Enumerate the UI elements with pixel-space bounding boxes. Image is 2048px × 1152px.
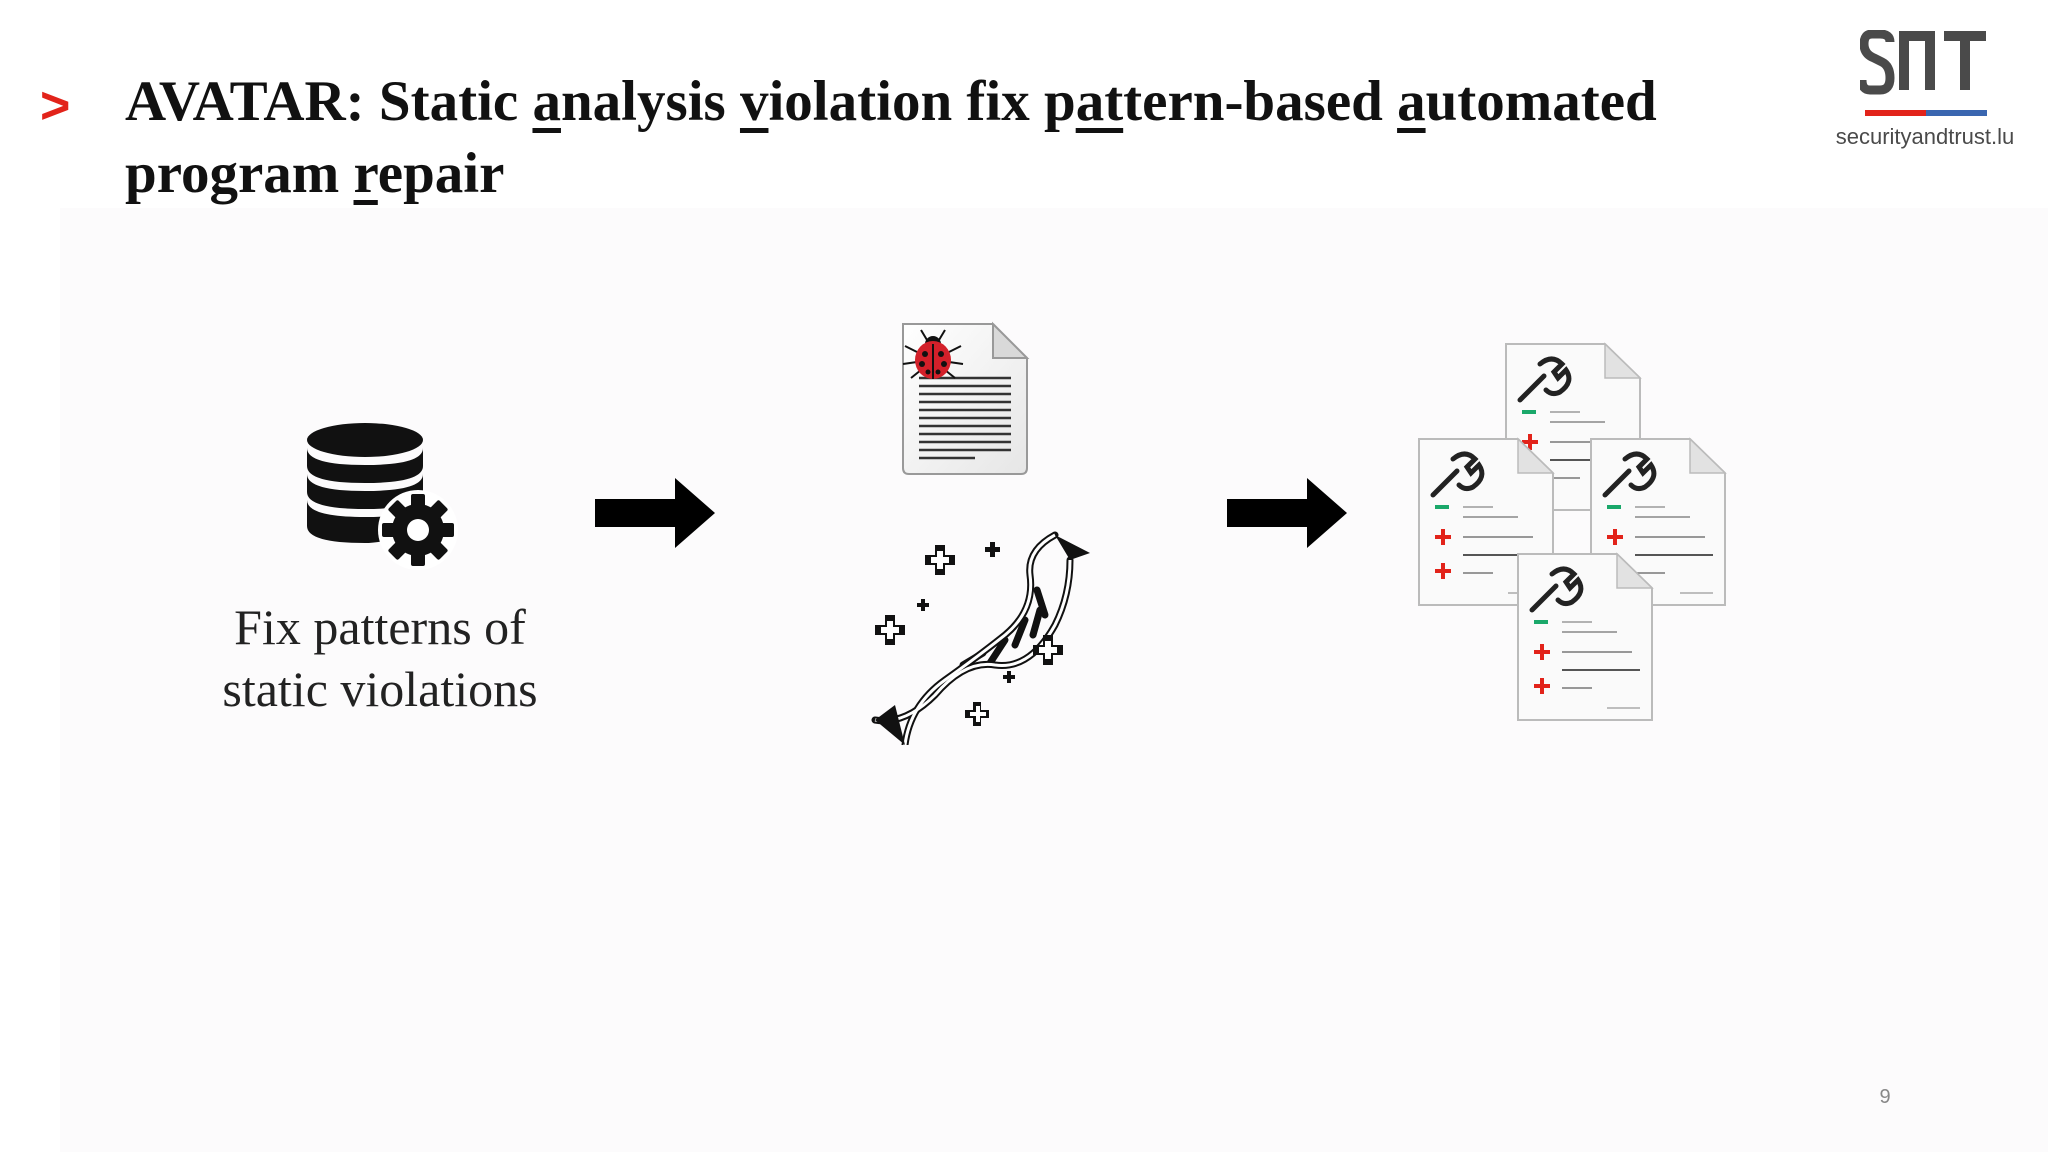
logo-bar-red: [1865, 110, 1926, 116]
logo-bar-blue: [1926, 110, 1987, 116]
title-underlined-letter: v: [739, 70, 769, 133]
bug-document-icon: [902, 321, 1030, 475]
caption-line-2: static violations: [222, 661, 538, 717]
database-gear-icon: [307, 423, 458, 570]
dna-helix-icon: [871, 531, 1090, 745]
title-text: iolation fix p: [768, 70, 1076, 133]
snt-logo: securityandtrust.lu: [1820, 29, 2030, 160]
title-text: epair: [377, 142, 505, 205]
title-underlined-letter: r: [353, 142, 378, 205]
title-text: utomated program: [125, 70, 1657, 205]
right-arrow-icon: [1227, 478, 1347, 548]
page-number: 9: [1879, 1086, 1891, 1108]
ladybug-icon: [902, 329, 964, 379]
slide-content-area: [60, 208, 2048, 1152]
logo-mark-glyphs: [1857, 29, 1986, 95]
logo-url: securityandtrust.lu: [1835, 124, 2015, 149]
wrench-patch-document-icon: [1512, 550, 1657, 725]
database-caption: Fix patterns of static violations: [180, 596, 580, 720]
title-text: AVATAR: Static: [125, 70, 533, 133]
slide-title: AVATAR: Static analysis violation fix pa…: [125, 66, 1765, 210]
logo-color-bar: [1865, 110, 1987, 116]
bullet-chevron: >: [40, 77, 71, 135]
logo-mark: [1857, 29, 1990, 108]
title-underlined-letter: a: [1397, 70, 1426, 133]
right-arrow-icon: [595, 478, 715, 548]
title-underlined-letter: at: [1075, 70, 1124, 133]
title-text: nalysis: [560, 70, 740, 133]
title-text: tern-based: [1123, 70, 1398, 133]
title-underlined-letter: a: [532, 70, 561, 133]
caption-line-1: Fix patterns of: [234, 599, 526, 655]
